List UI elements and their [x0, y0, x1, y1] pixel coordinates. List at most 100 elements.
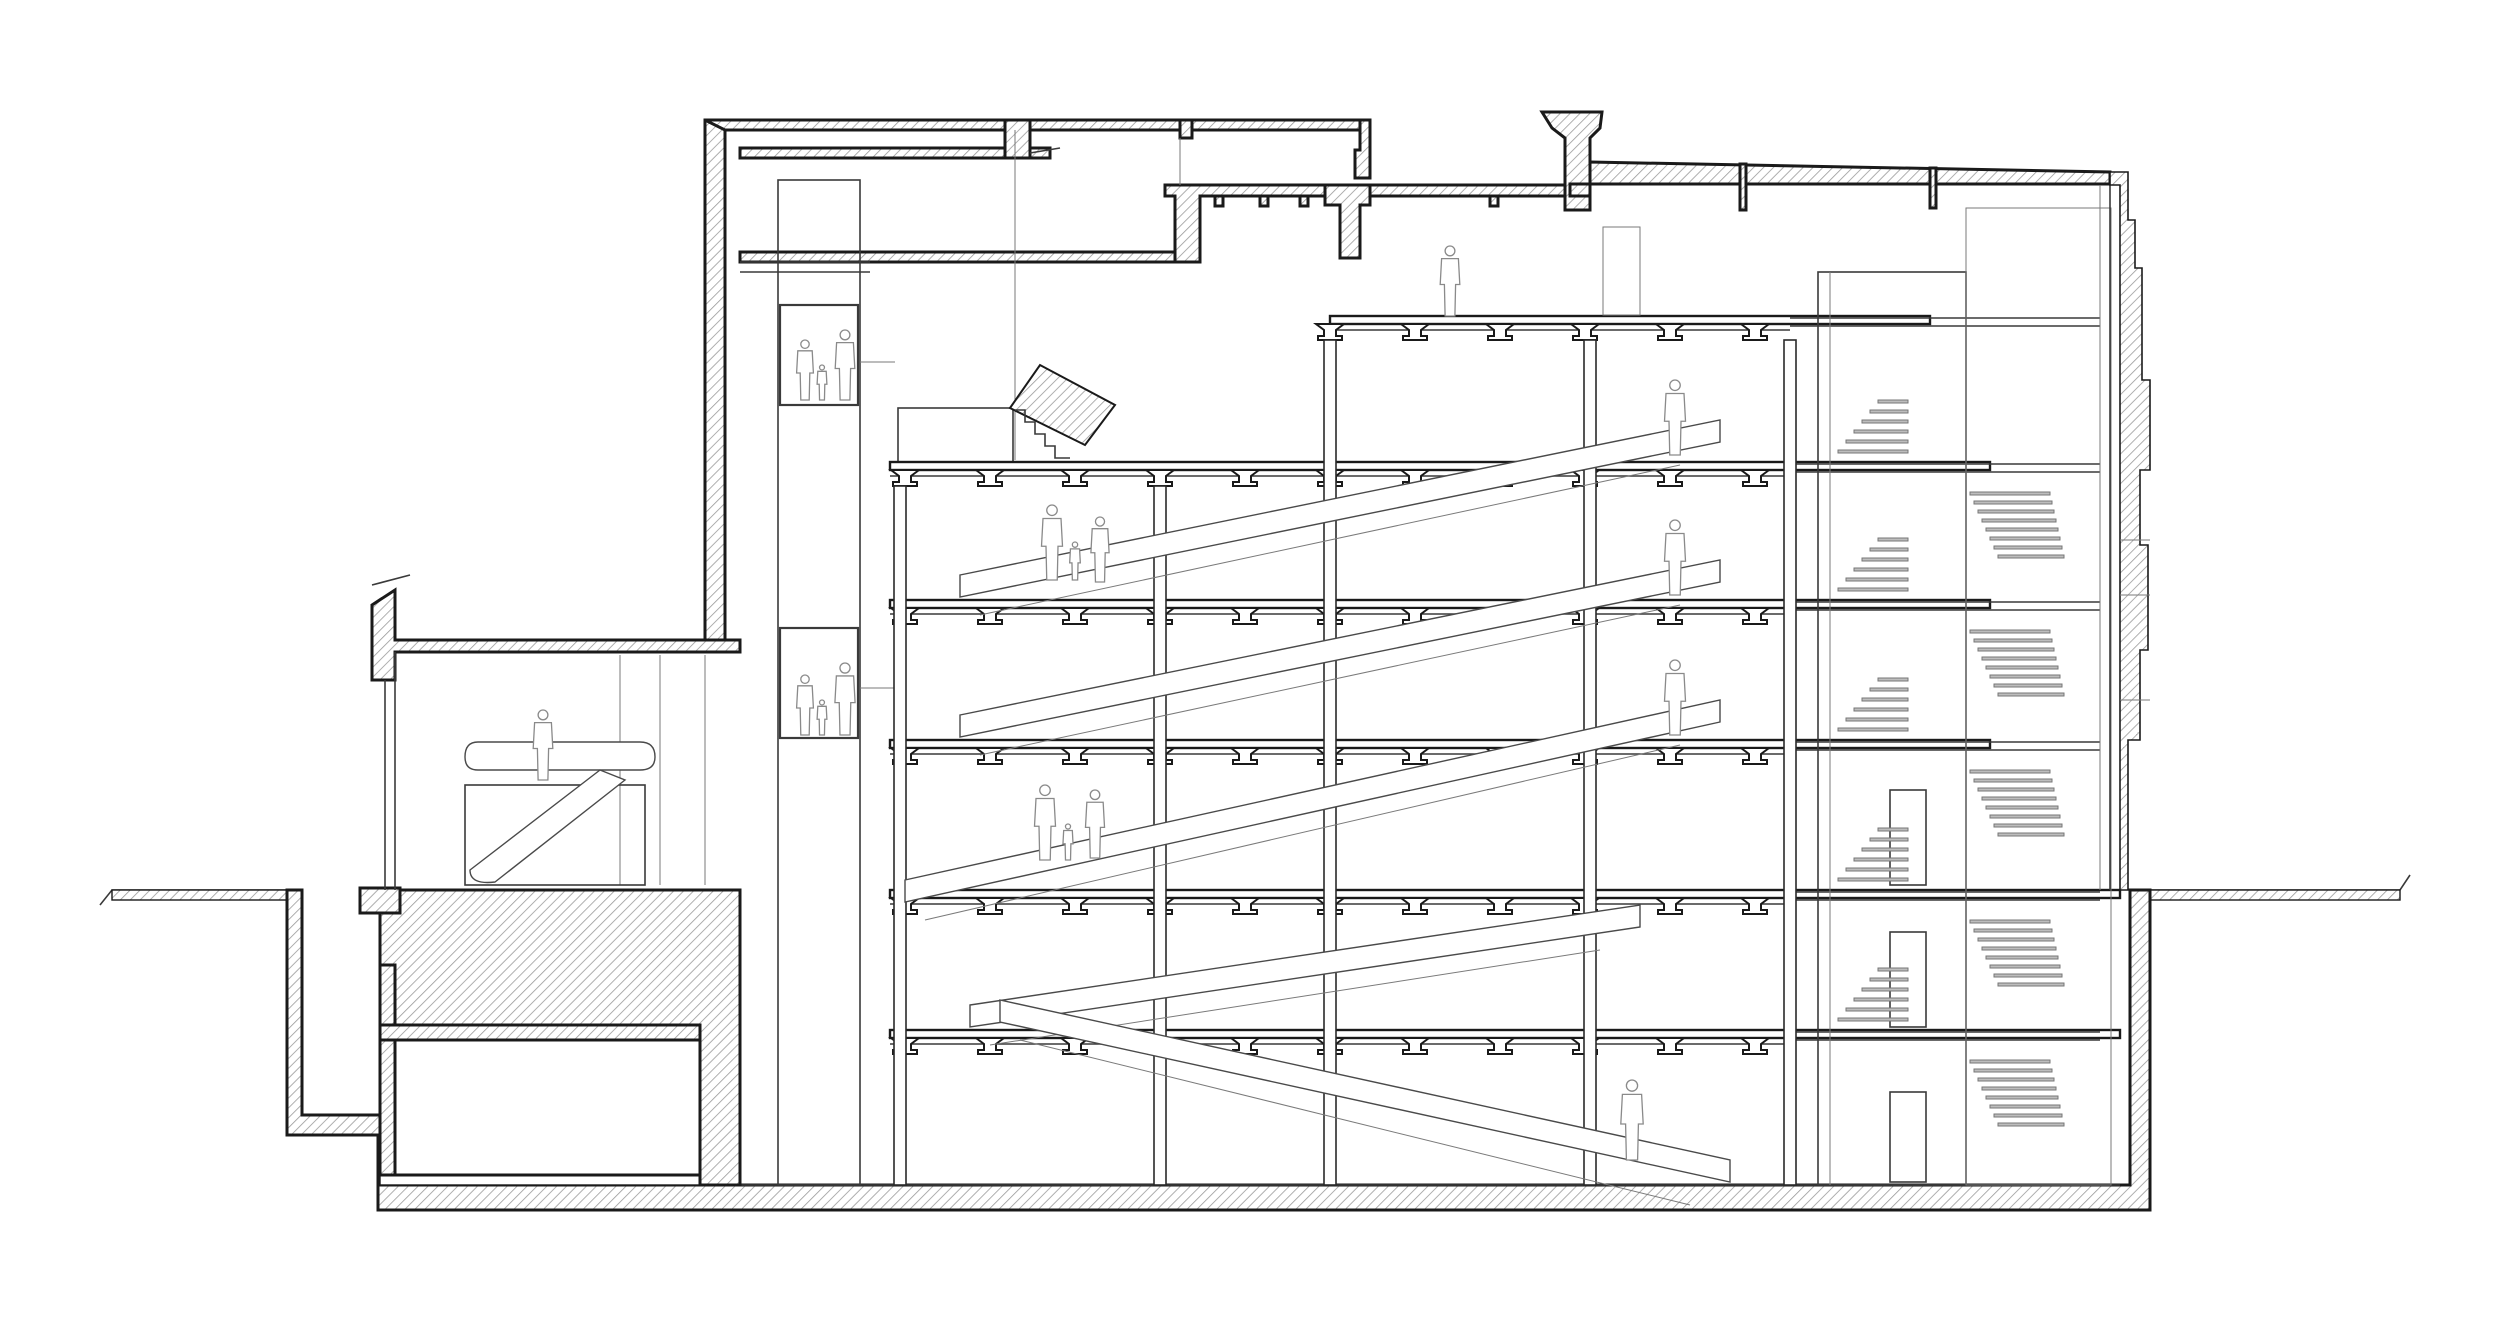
floor-beam: [1228, 469, 1262, 487]
stair-tread: [1861, 847, 1909, 852]
human-figure: [1084, 789, 1106, 859]
floor-beam: [1483, 897, 1517, 915]
stair-tread: [1853, 429, 1909, 434]
escalator: [904, 699, 1721, 903]
stair-tread: [1973, 500, 2053, 505]
roof-outline: [703, 110, 2112, 642]
stair-tread: [1861, 557, 1909, 562]
column: [1323, 339, 1337, 1186]
floor-beam: [973, 1037, 1007, 1055]
stair-tread: [1877, 399, 1909, 404]
floor-beam: [1398, 1037, 1432, 1055]
floor-beam: [1228, 1037, 1262, 1055]
human-figure: [532, 709, 554, 781]
column: [1783, 339, 1797, 1186]
stair-tread: [1853, 567, 1909, 572]
stair-tread: [1837, 877, 1909, 882]
stair-tread: [1837, 587, 1909, 592]
human-figure: [1062, 823, 1074, 861]
floor-slab: [888, 738, 1992, 750]
column: [1583, 339, 1597, 1186]
human-figure: [1090, 516, 1110, 583]
floor-beam: [1653, 897, 1687, 915]
escalator: [959, 419, 1721, 598]
floor-beam: [973, 747, 1007, 765]
stair-tread: [1989, 1104, 2061, 1109]
escalator: [959, 559, 1721, 738]
escalator-handrail: [924, 744, 1681, 921]
stair-tread: [1869, 409, 1909, 414]
human-figure: [834, 329, 856, 401]
stair-tread: [1993, 973, 2063, 978]
stair-tread: [1837, 449, 1909, 454]
floor-beam: [1228, 607, 1262, 625]
stair-tread: [1993, 823, 2063, 828]
facade: [1602, 171, 2151, 891]
floor-slab: [1328, 314, 1932, 326]
stair-tread: [1869, 977, 1909, 982]
stair-tread: [1861, 419, 1909, 424]
stair-tread: [1977, 937, 2055, 942]
stair-tread: [1969, 491, 2051, 496]
escalator: [969, 904, 1641, 1028]
stair-tread: [1973, 1068, 2053, 1073]
human-figure: [795, 674, 815, 736]
stair-tread: [1845, 439, 1909, 444]
floor-beam: [1653, 1037, 1687, 1055]
human-figure: [1040, 504, 1064, 581]
stair-tread: [1877, 967, 1909, 972]
stair-tread: [1993, 1113, 2063, 1118]
stair-tread: [1989, 964, 2061, 969]
escalator-handrail: [1019, 1039, 1691, 1206]
floor-beam: [1313, 323, 1347, 341]
stair-tread: [1977, 787, 2055, 792]
stair-tread: [1869, 837, 1909, 842]
top-box: [897, 363, 1117, 464]
stair-tread: [1861, 987, 1909, 992]
stair-tread: [1853, 707, 1909, 712]
stair-tread: [1985, 1095, 2059, 1100]
stair-tread: [1977, 647, 2055, 652]
stair-tread: [1993, 545, 2063, 550]
stair-tread: [1993, 683, 2063, 688]
escalators: [904, 419, 1731, 1206]
stair-tread: [1837, 727, 1909, 732]
stair-tread: [1973, 638, 2053, 643]
floor-beam: [1228, 897, 1262, 915]
floor-beam: [1568, 323, 1602, 341]
floor-beam: [1653, 469, 1687, 487]
left-pavilion: [370, 574, 742, 890]
stair-tread: [1877, 537, 1909, 542]
floor-beam: [973, 469, 1007, 487]
human-figure: [1439, 245, 1461, 317]
stair-tread: [1981, 518, 2057, 523]
floor-slab: [888, 598, 1992, 610]
stair-tread: [1997, 692, 2065, 697]
stair-tread: [1869, 547, 1909, 552]
floor-beam: [1398, 897, 1432, 915]
floor-beam: [1058, 607, 1092, 625]
human-figure: [834, 662, 856, 736]
stair-tread: [1969, 629, 2051, 634]
floor-beam: [1738, 323, 1772, 341]
human-figure: [795, 339, 815, 401]
human-figure: [1663, 519, 1687, 596]
floor-beam: [1058, 897, 1092, 915]
stair-tread: [1861, 697, 1909, 702]
lift-cabins: [778, 303, 895, 740]
stair-tread: [1877, 677, 1909, 682]
stair-tread: [1981, 796, 2057, 801]
floor-beam: [1398, 323, 1432, 341]
floor-beam: [1483, 1037, 1517, 1055]
stair-tread: [1973, 778, 2053, 783]
floor-beam: [1058, 469, 1092, 487]
stair-tread: [1977, 509, 2055, 514]
stair-tread: [1853, 997, 1909, 1002]
human-figure: [1068, 541, 1082, 581]
escalator: [999, 999, 1731, 1183]
columns: [893, 339, 1797, 1186]
human-figure: [816, 364, 828, 401]
human-figure: [1620, 1079, 1644, 1161]
floor-beam: [1398, 747, 1432, 765]
stair-tread: [1997, 982, 2065, 987]
